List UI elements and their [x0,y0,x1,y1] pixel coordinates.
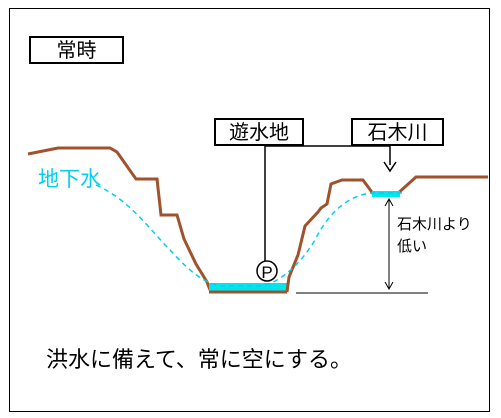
heading-box: 常時 [29,36,124,64]
river-water [372,191,400,197]
lower-than-river-note: 石木川より低い [397,215,472,255]
pump-pipe [264,145,391,263]
pond-label-box: 遊水地 [214,118,304,146]
pond-label: 遊水地 [229,120,289,144]
diagram-frame [9,8,490,412]
height-arrow-top [384,197,394,207]
heading-text: 常時 [56,38,97,62]
river-label: 石木川 [367,120,428,144]
groundwater-label: 地下水 [38,167,101,191]
pipe-arrowhead [383,161,397,173]
groundwater-line [95,184,402,287]
pump-label: P [261,263,272,282]
river-label-box: 石木川 [351,118,444,146]
ground-profile-left [27,146,212,291]
caption-text: 洪水に備えて、常に空にする。 [46,348,353,373]
height-arrow-bottom [384,281,394,291]
pump-icon [256,260,278,282]
pond-water [209,283,287,291]
